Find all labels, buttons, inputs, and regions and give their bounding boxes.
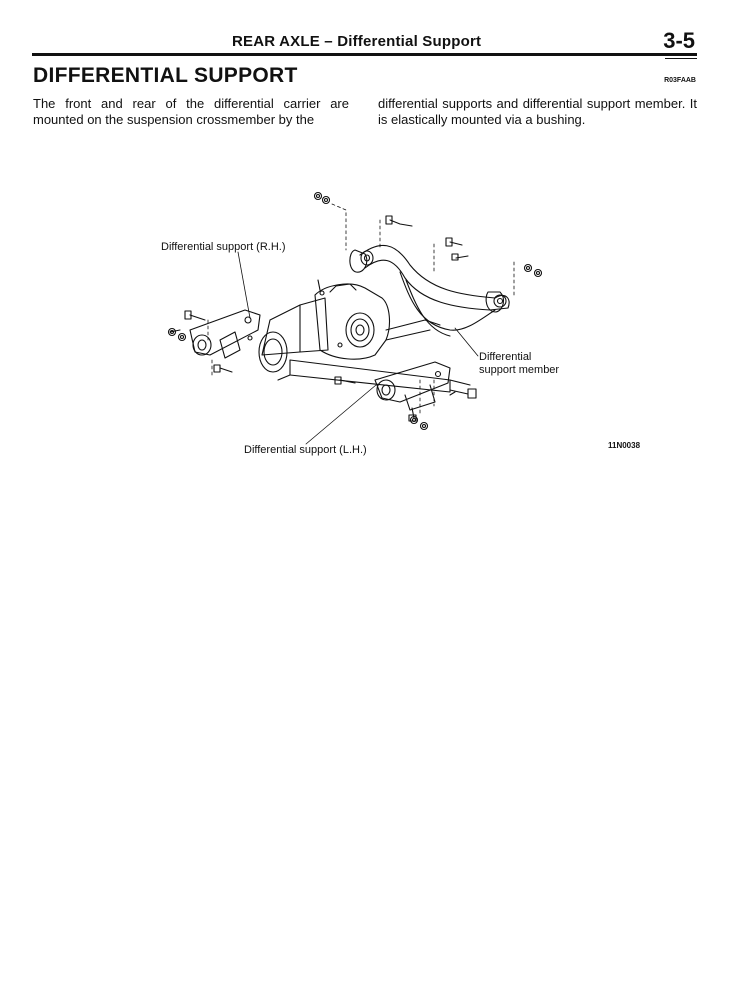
rh-support-drawing [189, 309, 261, 359]
lh-support-drawing [374, 361, 451, 411]
alignment-lines [207, 203, 515, 417]
label-differential-support-member: Differential support member [479, 351, 560, 376]
header-rule-thin [665, 58, 697, 59]
header-title: REAR AXLE – Differential Support [232, 33, 482, 50]
section-title: DIFFERENTIAL SUPPORT [33, 64, 298, 87]
section-code: R03FAAB [664, 77, 696, 84]
header-rule [32, 53, 697, 56]
differential-support-illustration [167, 191, 543, 445]
nuts-washers-drawing [167, 191, 543, 431]
differential-carrier-drawing [258, 279, 441, 373]
support-member-drawing [349, 244, 510, 337]
header-bar: REAR AXLE – Differential Support 3-5 [32, 28, 697, 54]
exploded-view-diagram [150, 180, 670, 470]
label-differential-support-lh: Differential support (L.H.) [244, 444, 367, 456]
body-text-left: The front and rear of the differential c… [33, 96, 349, 127]
label-differential-support-rh: Differential support (R.H.) [161, 241, 286, 253]
page-number: 3-5 [663, 28, 695, 53]
leader-lines [237, 251, 479, 445]
body-text-right: differential supports and differential s… [378, 96, 697, 127]
figure-code: 11N0038 [608, 441, 641, 450]
